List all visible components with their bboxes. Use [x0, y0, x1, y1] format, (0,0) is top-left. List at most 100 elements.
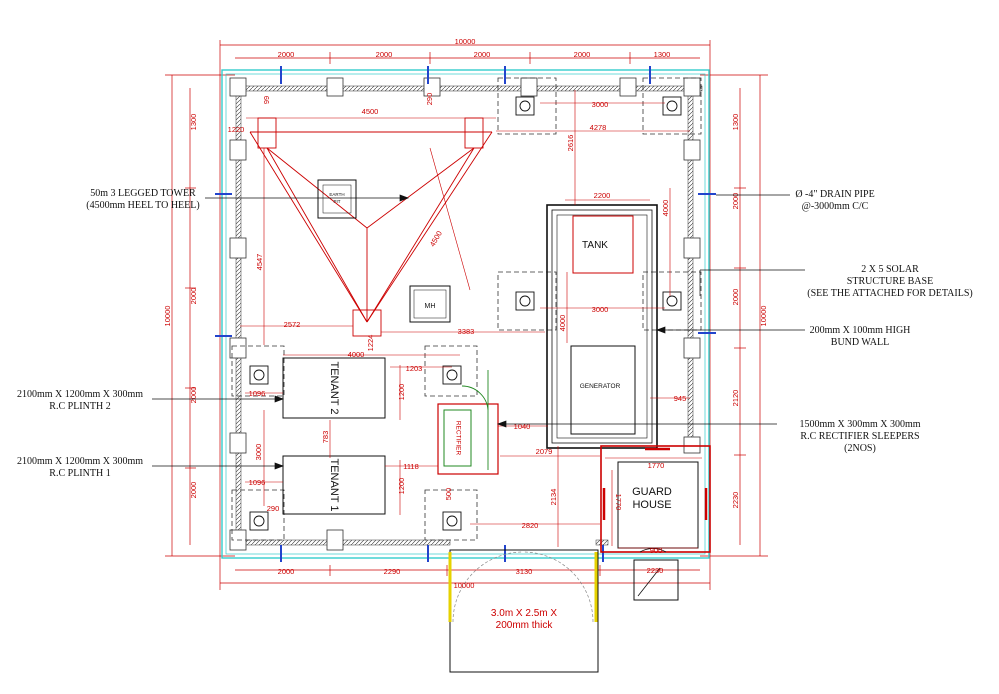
generator [570, 345, 636, 435]
tank-label: TANK [582, 240, 608, 251]
callout-drain-1: Ø -4" DRAIN PIPE [795, 189, 874, 200]
dim-bottom-seg2: 2290 [384, 567, 401, 576]
callout-plinth2-2: R.C PLINTH 2 [49, 401, 110, 412]
dim-tower-side: 4500 [428, 229, 444, 248]
dim-3000-mid: 3000 [592, 305, 609, 314]
dim-4000-tank: 4000 [558, 315, 567, 332]
tenant1-plinth [282, 455, 386, 515]
dim-left-seg2: 2000 [189, 288, 198, 305]
dim-783: 783 [321, 431, 330, 444]
internal-dimension-lines [240, 90, 702, 549]
dim-right-seg4: 2120 [731, 390, 740, 407]
tenant2-plinth [282, 357, 386, 419]
dim-290: 290 [267, 504, 280, 513]
dim-right-seg3: 2000 [731, 289, 740, 306]
dim-900: 900 [650, 546, 663, 555]
callout-sleeper-3: (2NOS) [844, 443, 876, 454]
bund-wall [546, 204, 658, 449]
dim-tower-heel: 4500 [362, 107, 379, 116]
manhole-label: MH [425, 303, 436, 310]
tower [249, 117, 493, 337]
dim-3000-left: 3000 [254, 444, 263, 461]
dim-bottom-seg1: 2000 [278, 567, 295, 576]
dim-right-seg5: 2230 [731, 492, 740, 509]
dim-right-seg1: 1300 [731, 114, 740, 131]
dim-4000-v: 4000 [661, 200, 670, 217]
dimension-texts: 10000 2000 2000 2000 2000 1300 10000 200… [163, 37, 768, 590]
dim-1118: 1118 [403, 462, 419, 471]
fence-wall [235, 85, 703, 546]
dim-4278: 4278 [590, 123, 607, 132]
dim-left-seg4: 2000 [189, 482, 198, 499]
dim-1200-a: 1200 [397, 384, 406, 401]
dim-top-seg3: 2000 [474, 50, 491, 59]
dim-top-seg1: 2000 [278, 50, 295, 59]
solar-bases [231, 77, 702, 541]
drain-pipes [215, 66, 716, 562]
rectifier-label: RECTIFIER [454, 421, 461, 456]
overall-dimension-lines [165, 40, 768, 590]
dim-bottom-seg3: 3130 [516, 567, 533, 576]
dim-top-seg5: 1300 [654, 50, 671, 59]
dim-1224: 1224 [366, 335, 375, 352]
callout-tower-2: (4500mm HEEL TO HEEL) [86, 200, 199, 211]
dim-1203: 1203 [406, 364, 423, 373]
callout-solar-2: STRUCTURE BASE [847, 276, 933, 287]
dim-3383: 3383 [458, 327, 475, 336]
dim-3000-top: 3000 [592, 100, 609, 109]
dim-2134: 2134 [549, 489, 558, 506]
callout-sleeper-1: 1500mm X 300mm X 300mm [799, 419, 920, 430]
tenant2-label: TENANT 2 [328, 362, 340, 415]
guard-house-label-1: GUARD [632, 486, 672, 498]
manhole: MH [409, 285, 451, 323]
dim-1770-h: 1770 [648, 461, 665, 470]
site-boundary-inner [225, 73, 706, 555]
guard-house-label-2: HOUSE [632, 499, 671, 511]
dim-bottom-overall: 10000 [454, 581, 475, 590]
generator-label: GENERATOR [580, 383, 621, 390]
dim-4000-h: 4000 [348, 350, 365, 359]
dim-1096-b: 1096 [249, 478, 266, 487]
dim-1220: 1220 [228, 125, 245, 134]
dim-left-overall: 10000 [163, 306, 172, 327]
gate-label-2: 200mm thick [496, 620, 554, 631]
dim-2230-gh: 2230 [647, 566, 664, 575]
dim-2572: 2572 [284, 320, 301, 329]
dim-500: 500 [444, 488, 453, 501]
dim-99: 99 [262, 96, 271, 104]
callout-plinth2-1: 2100mm X 1200mm X 300mm [17, 389, 143, 400]
tenant1-label: TENANT 1 [328, 459, 340, 512]
dim-right-seg2: 2000 [731, 193, 740, 210]
guard-house: GUARD HOUSE [600, 445, 711, 601]
earth-pit: EARTH PIT [317, 179, 357, 219]
site-boundary-outer [221, 69, 710, 559]
dim-top-overall: 10000 [455, 37, 476, 46]
dim-top-seg4: 2000 [574, 50, 591, 59]
callout-solar-1: 2 X 5 SOLAR [861, 264, 919, 275]
dim-tower-left: 4547 [255, 254, 264, 271]
dim-left-seg1: 1300 [189, 114, 198, 131]
dim-2200: 2200 [594, 191, 611, 200]
fence-posts [229, 77, 701, 551]
earth-pit-label-1: EARTH [329, 192, 344, 197]
dim-2616: 2616 [566, 135, 575, 152]
solar-base-pads [249, 96, 682, 531]
dim-1770-v: 1770 [614, 494, 623, 511]
callout-solar-3: (SEE THE ATTACHED FOR DETAILS) [807, 288, 972, 299]
gate-slab: 3.0m X 2.5m X 200mm thick [448, 549, 599, 673]
callout-plinth1-2: R.C PLINTH 1 [49, 468, 110, 479]
callout-sleeper-2: R.C RECTIFIER SLEEPERS [800, 431, 919, 442]
dim-1040: 1040 [514, 422, 531, 431]
dim-1200-b: 1200 [397, 478, 406, 495]
dim-2820: 2820 [522, 521, 539, 530]
earth-pit-label-2: PIT [333, 199, 340, 204]
dim-top-seg2: 2000 [376, 50, 393, 59]
dim-945: 945 [674, 394, 687, 403]
dim-1096-a: 1096 [249, 389, 266, 398]
dim-290-b: 290 [425, 93, 434, 106]
callout-leaders [152, 194, 805, 470]
callout-drain-2: @-3000mm C/C [802, 201, 869, 212]
callout-tower-1: 50m 3 LEGGED TOWER [90, 188, 196, 199]
callout-plinth1-1: 2100mm X 1200mm X 300mm [17, 456, 143, 467]
